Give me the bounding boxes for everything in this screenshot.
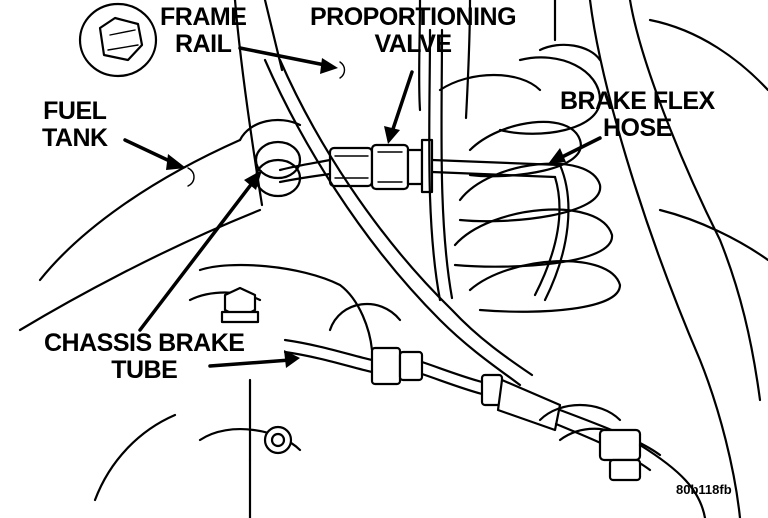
label-frame-rail-line1: FRAME — [160, 3, 247, 31]
brake-flex-hose-lower — [538, 403, 707, 518]
label-brake-flex-hose-line2: HOSE — [602, 114, 672, 142]
brake-tube-loop — [238, 118, 302, 198]
label-proportioning-valve-line1: PROPORTIONING — [310, 3, 517, 31]
bolt-lower-left — [220, 286, 260, 324]
proportioning-valve — [328, 138, 434, 194]
label-chassis-brake-tube-line2: TUBE — [111, 356, 178, 384]
label-brake-flex-hose-line1: BRAKE FLEX — [560, 87, 715, 115]
label-frame-rail-line2: RAIL — [175, 30, 232, 58]
figure-reference-code: 80b118fb — [676, 482, 732, 497]
label-proportioning-valve-line2: VALVE — [374, 30, 452, 58]
label-proportioning-valve: PROPORTIONING VALVE — [310, 3, 517, 58]
label-brake-flex-hose: BRAKE FLEX HOSE — [560, 88, 715, 142]
bolt-bottom — [263, 425, 293, 455]
fuel-tank-outline — [18, 138, 262, 518]
bolt-head-top — [78, 2, 158, 78]
label-fuel-tank-line1: FUEL — [43, 97, 107, 125]
label-chassis-brake-tube: CHASSIS BRAKE TUBE — [44, 329, 245, 384]
leader-arrows — [123, 46, 602, 368]
label-frame-rail: FRAME RAIL — [160, 3, 247, 58]
brake-tubes — [263, 28, 570, 387]
coil-spring — [438, 56, 622, 313]
frame-rail — [233, 0, 768, 518]
label-fuel-tank-line2: TANK — [42, 124, 108, 152]
label-chassis-brake-tube-line1: CHASSIS BRAKE — [44, 329, 245, 357]
label-fuel-tank: FUEL TANK — [42, 98, 108, 152]
